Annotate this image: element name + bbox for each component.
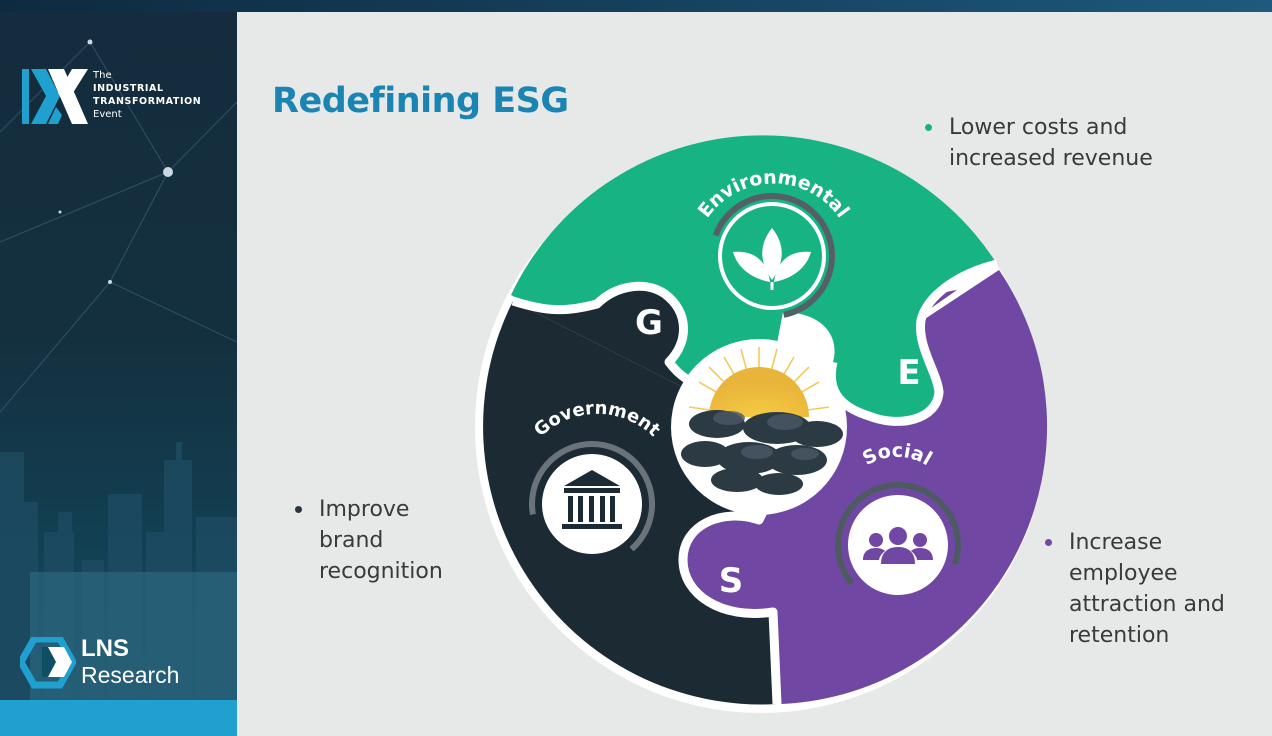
people-icon <box>835 482 962 608</box>
sidebar-bottom-band <box>0 700 237 736</box>
event-logo: The INDUSTRIAL TRANSFORMATION Event <box>22 69 232 129</box>
top-strip <box>0 0 1272 12</box>
event-logo-line1: The <box>93 70 112 81</box>
bullet-line: increased revenue <box>949 146 1153 171</box>
building-icon <box>529 441 655 567</box>
slide: Redefining ESG <box>237 12 1272 736</box>
bullet-line: employee <box>1069 561 1178 586</box>
brand-sidebar: The INDUSTRIAL TRANSFORMATION Event LNS … <box>0 12 237 736</box>
slide-title: Redefining ESG <box>272 81 569 121</box>
esg-puzzle-diagram: Environmental Government <box>475 135 1048 713</box>
event-logo-line3: TRANSFORMATION <box>93 96 202 107</box>
bullet-dot <box>925 124 932 131</box>
letter-s: S <box>719 561 744 601</box>
event-logo-mark <box>22 69 88 124</box>
bullet-line: brand <box>319 528 384 553</box>
lns-hexagon-icon <box>20 637 76 689</box>
bullet-line: recognition <box>319 559 443 584</box>
social-piece <box>682 270 1048 704</box>
event-logo-line2: INDUSTRIAL <box>93 83 164 94</box>
bullet-line: attraction and <box>1069 592 1225 617</box>
lns-logo-subtitle: Research <box>81 662 180 688</box>
bullet-dot <box>295 506 302 513</box>
event-logo-line4: Event <box>93 109 122 120</box>
event-logo-text: The INDUSTRIAL TRANSFORMATION Event <box>93 69 201 121</box>
lns-research-logo: LNS Research <box>20 634 220 698</box>
bullet-line: retention <box>1069 623 1170 648</box>
bullet-line: Increase <box>1069 530 1163 555</box>
leaf-icon <box>708 193 835 320</box>
letter-e: E <box>897 353 920 393</box>
bullet-line: Improve <box>319 497 410 522</box>
sun-and-clouds-icon <box>679 347 843 507</box>
bullet-dot <box>1045 539 1052 546</box>
letter-g: G <box>635 303 663 343</box>
bullet-line: Lower costs and <box>949 115 1128 140</box>
lns-logo-name: LNS <box>81 635 129 662</box>
